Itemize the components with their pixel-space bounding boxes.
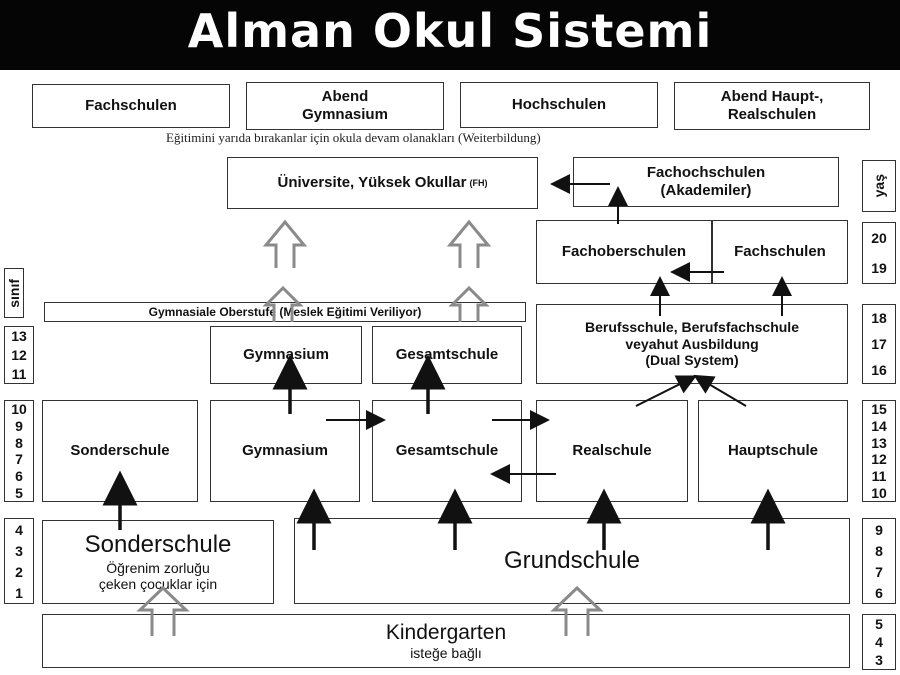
box-hochschulen: Hochschulen — [460, 82, 658, 128]
label-hauptschule: Hauptschule — [727, 442, 818, 459]
age-4: 4 — [875, 634, 883, 650]
label-abend-hauptschulen: Abend Haupt-, Realschulen — [720, 88, 824, 123]
grade-1: 1 — [15, 584, 23, 601]
label-gymnasium-sek: Gymnasium — [242, 442, 328, 459]
box-gesamtschule-upper: Gesamtschule — [372, 326, 522, 384]
arrow-real-to-beruf — [635, 375, 697, 407]
age-7: 7 — [875, 563, 883, 580]
gray-arrows — [136, 219, 604, 636]
label-hochschulen: Hochschulen — [511, 96, 607, 113]
left-grades-lower: 4 3 2 1 — [4, 518, 34, 604]
age-16: 16 — [871, 362, 887, 378]
right-ages-col1: 20 19 — [862, 222, 896, 284]
label-fachoberschulen: Fachoberschulen — [561, 243, 687, 260]
gray-arrow-kg-right — [550, 585, 604, 636]
box-gymnasium-sek: Gymnasium — [210, 400, 360, 502]
box-grundschule: Grundschule — [294, 518, 850, 604]
grade-4: 4 — [15, 521, 23, 538]
grade-8: 8 — [15, 434, 23, 451]
right-ages-col2: 18 17 16 — [862, 304, 896, 384]
box-fachhochschulen: Fachochschulen (Akademiler) — [573, 157, 839, 207]
age-19: 19 — [871, 260, 887, 276]
yas-label-box: yaş — [862, 160, 896, 212]
right-ages-col3: 15 14 13 12 11 10 — [862, 400, 896, 502]
label-realschule: Realschule — [572, 442, 652, 459]
label-gesamtschule-sek: Gesamtschule — [395, 442, 499, 459]
arrow-haupt-to-beruf — [693, 374, 747, 407]
grade-11: 11 — [11, 365, 27, 382]
gray-arrow-univ-left — [262, 219, 308, 268]
gray-arrow-oberstufe-right — [448, 285, 490, 322]
age-6: 6 — [875, 584, 883, 601]
left-grades-upper: 13 12 11 — [4, 326, 34, 384]
sinif-label-box: sınıf — [4, 268, 24, 318]
box-realschule: Realschule — [536, 400, 688, 502]
label-sonderschule-sek: Sonderschule — [70, 442, 170, 459]
right-ages-col4: 9 8 7 6 — [862, 518, 896, 604]
label-sonderschule-primary: Sonderschule — [84, 530, 232, 558]
box-gesamtschule-sek: Gesamtschule — [372, 400, 522, 502]
box-kindergarten: Kindergarten isteğe bağlı — [42, 614, 850, 668]
gray-arrow-kg-left — [136, 585, 190, 636]
label-universite-suffix: (FH) — [469, 177, 488, 188]
box-abend-hauptschulen: Abend Haupt-, Realschulen — [674, 82, 870, 130]
page-title: Alman Okul Sistemi — [187, 4, 713, 58]
gray-arrow-oberstufe-left — [262, 285, 304, 322]
age-17: 17 — [871, 336, 887, 352]
label-gymnasiale-oberstufe: Gymnasiale Oberstufe (Meslek Eğitimi Ver… — [148, 304, 422, 319]
box-abend-gymnasium: Abend Gymnasium — [246, 82, 444, 130]
age-18: 18 — [871, 310, 887, 326]
age-20: 20 — [871, 230, 887, 246]
label-fachschulen-top: Fachschulen — [85, 97, 177, 114]
box-universite: Üniversite, Yüksek Okullar (FH) — [227, 157, 538, 209]
label-kindergarten-sub: isteğe bağlı — [410, 645, 482, 662]
label-sonderschule-primary-sub: Öğrenim zorluğu çeken çocuklar için — [98, 559, 218, 593]
age-13: 13 — [871, 434, 887, 451]
box-gymnasiale-oberstufe: Gymnasiale Oberstufe (Meslek Eğitimi Ver… — [44, 302, 526, 322]
box-fachschulen-mid: Fachschulen — [712, 220, 848, 284]
age-14: 14 — [871, 417, 887, 434]
box-sonderschule-primary: Sonderschule Öğrenim zorluğu çeken çocuk… — [42, 520, 274, 604]
box-hauptschule: Hauptschule — [698, 400, 848, 502]
right-ages-col5: 5 4 3 — [862, 614, 896, 670]
label-abend-gymnasium: Abend Gymnasium — [302, 88, 388, 123]
grade-12: 12 — [11, 346, 27, 363]
label-kindergarten: Kindergarten — [385, 621, 507, 644]
weiterbildung-caption: Eğitimini yarıda bırakanlar için okula d… — [166, 130, 541, 145]
age-10: 10 — [871, 484, 887, 501]
left-grades-middle: 10 9 8 7 6 5 — [4, 400, 34, 502]
title-bar: Alman Okul Sistemi — [0, 0, 900, 70]
age-11: 11 — [871, 467, 887, 484]
grade-5: 5 — [15, 484, 23, 501]
black-arrows — [102, 354, 786, 550]
grade-2: 2 — [15, 563, 23, 580]
grade-7: 7 — [15, 451, 23, 468]
label-fachhochschulen: Fachochschulen (Akademiler) — [646, 164, 766, 199]
age-8: 8 — [875, 542, 883, 559]
label-fachschulen-mid: Fachschulen — [734, 243, 826, 260]
grade-13: 13 — [11, 328, 27, 345]
age-12: 12 — [871, 451, 887, 468]
age-3: 3 — [875, 652, 883, 668]
grade-10: 10 — [11, 401, 27, 418]
thin-arrows — [326, 174, 792, 484]
box-berufsschule: Berufsschule, Berufsfachschule veyahut A… — [536, 304, 848, 384]
grade-6: 6 — [15, 467, 23, 484]
grade-9: 9 — [15, 417, 23, 434]
label-berufsschule: Berufsschule, Berufsfachschule veyahut A… — [585, 318, 799, 369]
gray-arrow-univ-right — [446, 219, 492, 268]
age-15: 15 — [871, 401, 887, 418]
box-fachschulen-top: Fachschulen — [32, 84, 230, 128]
age-5: 5 — [875, 616, 883, 632]
label-grundschule: Grundschule — [503, 546, 641, 574]
grade-3: 3 — [15, 542, 23, 559]
label-universite: Üniversite, Yüksek Okullar — [277, 174, 467, 191]
age-9: 9 — [875, 521, 883, 538]
